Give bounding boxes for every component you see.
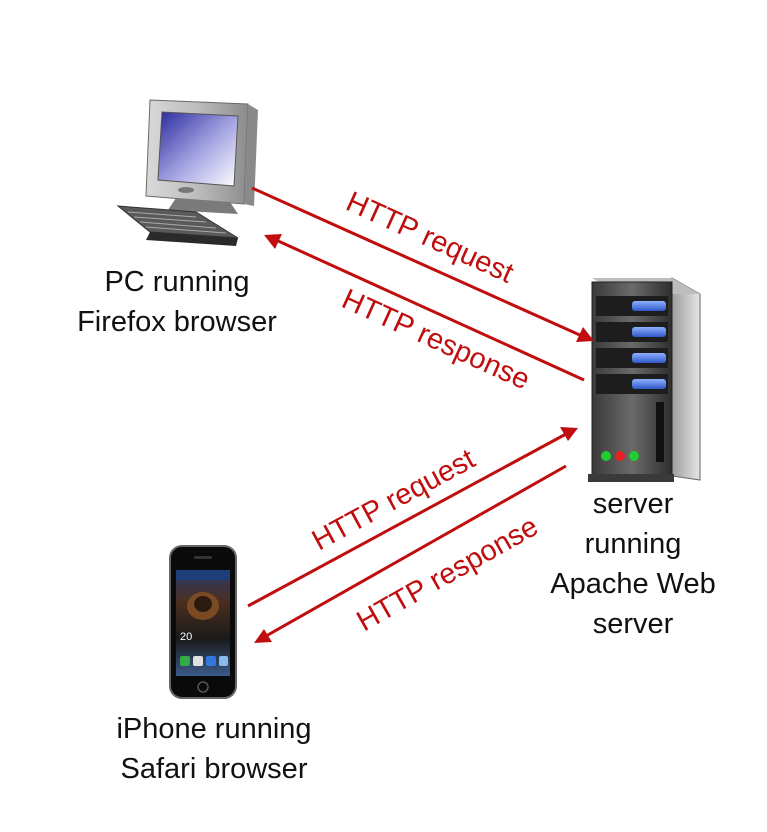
phone-screen-time: 20: [180, 631, 192, 643]
pc-label-line2: Firefox browser: [77, 306, 277, 338]
arrow-pc-response: [264, 234, 585, 382]
server-label-line4: server: [593, 608, 674, 640]
smartphone-icon: 20: [169, 545, 237, 699]
arrow-iphone-response: [254, 464, 567, 643]
server-label-line1: server: [593, 488, 674, 520]
pc-label-line1: PC running: [104, 266, 249, 298]
arrow-pc-request: [251, 186, 594, 342]
server-tower-icon: [588, 277, 701, 482]
server-led-green-2: [629, 451, 639, 461]
drive-bays: [596, 296, 668, 394]
server-label-line2: running: [585, 528, 682, 560]
iphone-label-line2: Safari browser: [121, 753, 308, 785]
label-iphone-http-request: HTTP request: [307, 443, 480, 557]
label-iphone-http-response: HTTP response: [352, 510, 544, 638]
server-led-red: [615, 451, 625, 461]
iphone-label-line1: iPhone running: [116, 713, 311, 745]
label-pc-http-request: HTTP request: [341, 186, 518, 290]
arrow-iphone-request: [247, 427, 578, 608]
server-led-green-1: [601, 451, 611, 461]
desktop-computer-icon: [116, 99, 258, 246]
server-label-line3: Apache Web: [550, 568, 716, 600]
